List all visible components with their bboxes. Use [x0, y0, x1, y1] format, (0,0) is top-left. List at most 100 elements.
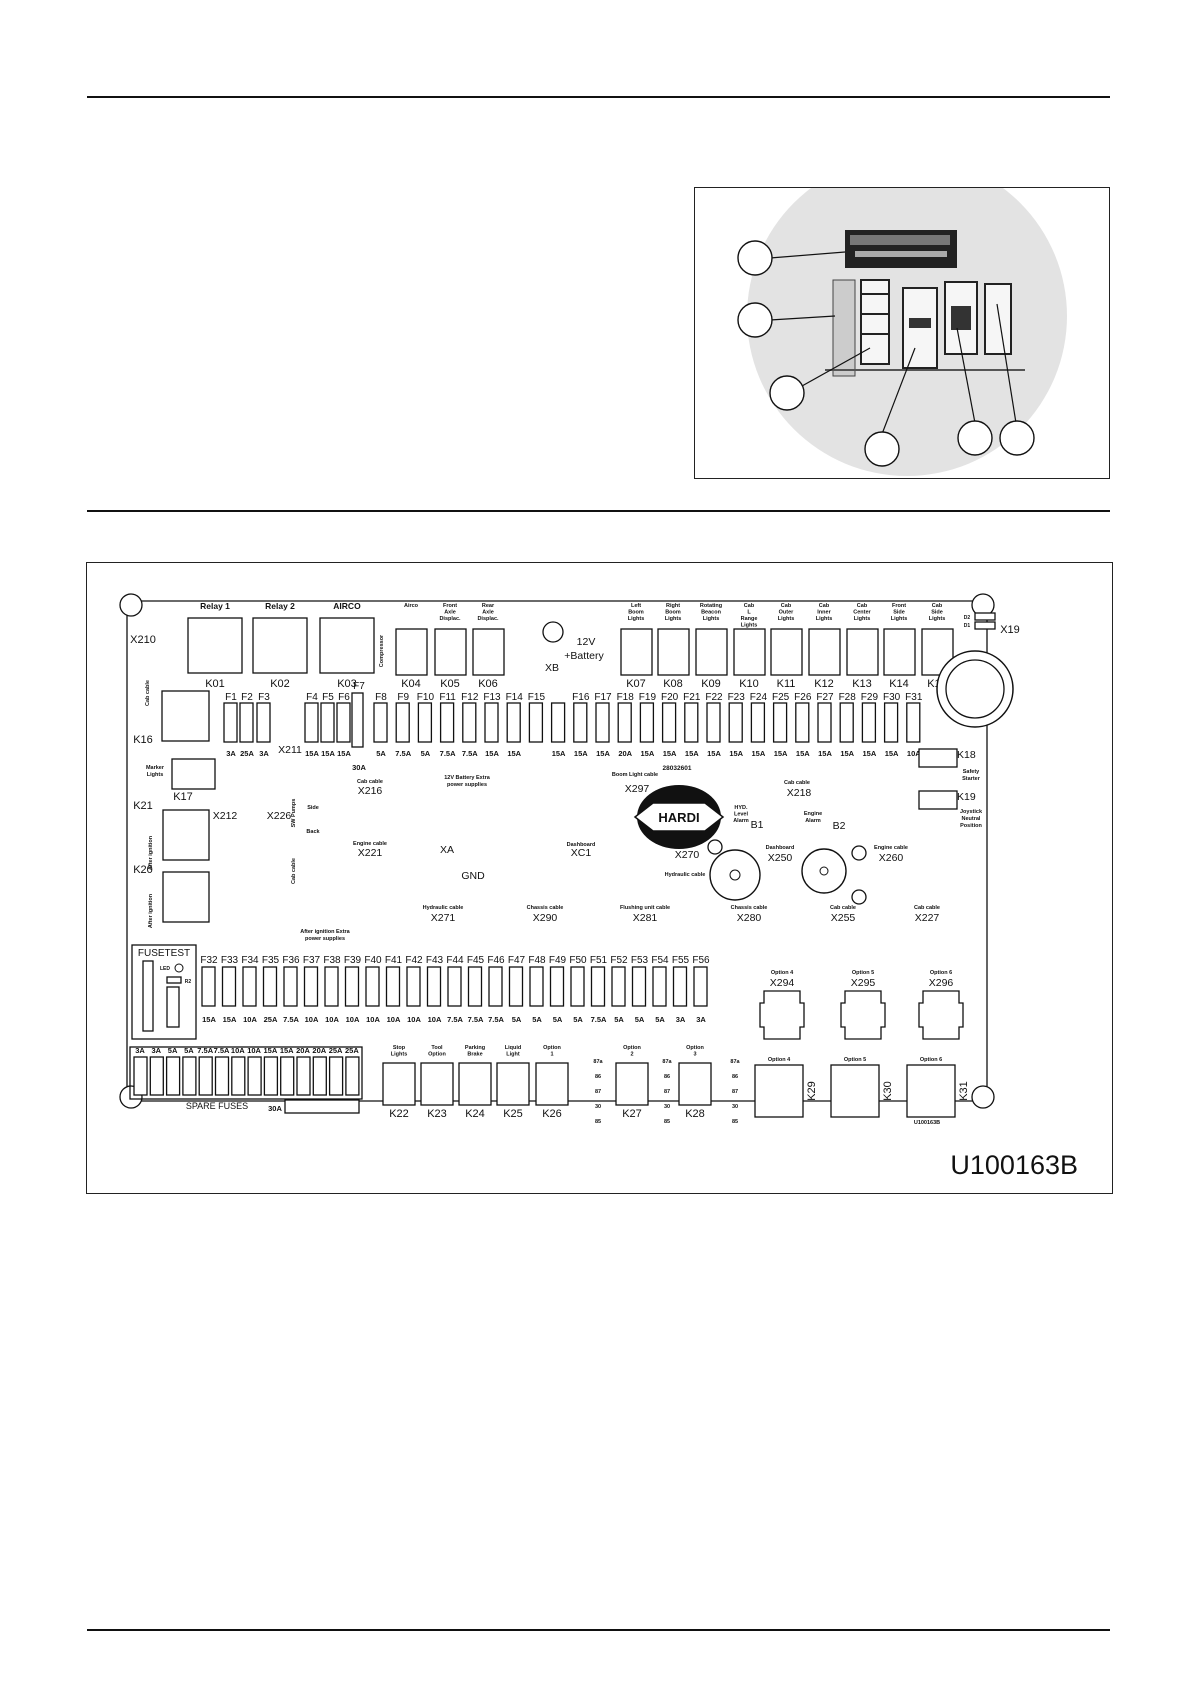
fuse-id: F52 — [610, 955, 628, 966]
lamp-relay-label: Lights — [816, 616, 833, 622]
connector-xb: XB — [545, 662, 559, 674]
fuse-f45 — [467, 966, 483, 1007]
fuse-f41 — [385, 966, 401, 1007]
lamp-relay-label: Range — [741, 616, 758, 622]
lamp-relay-label: Cab — [857, 603, 868, 609]
bottom-relay-label: Brake — [467, 1052, 482, 1058]
spare-fuse-slot — [198, 1056, 213, 1096]
fuse-id: F28 — [839, 692, 857, 703]
callout-2 — [737, 302, 773, 338]
pin-label: 87 — [664, 1089, 670, 1095]
mount-hole-small — [707, 839, 723, 855]
fuse-id: F1 — [225, 692, 237, 703]
lamp-relay-label: Lights — [854, 616, 871, 622]
bottom-relay-label: Option — [543, 1045, 561, 1051]
fuse-amp: 5A — [512, 1015, 522, 1024]
fuse-slot — [883, 702, 899, 743]
lamp-relay-label: Lights — [891, 616, 908, 622]
connector-x19-ring — [945, 659, 1005, 719]
fuse-id: F29 — [861, 692, 879, 703]
lamp-relay-label: Axle — [444, 610, 456, 616]
fuse-amp: 15A — [774, 749, 788, 758]
fuse-id: F12 — [461, 692, 479, 703]
relay-k04 — [395, 628, 428, 676]
lamp-relay-label: Left — [631, 603, 641, 609]
connector-x218: X218 — [787, 787, 812, 799]
fuse-f52 — [611, 966, 626, 1007]
spare-fuse-slot — [263, 1056, 279, 1096]
bottom-relay-label: Option — [686, 1045, 704, 1051]
relay-k08 — [657, 628, 690, 676]
lamp-relay-label: Lights — [778, 616, 795, 622]
connector-x290: X290 — [533, 912, 558, 924]
fuse-amp: 5A — [421, 749, 431, 758]
safety-starter-label: Starter — [962, 776, 981, 782]
compressor-label: Compressor — [379, 634, 385, 667]
fuse-f33 — [221, 966, 237, 1007]
connector-x294: X294 — [770, 977, 795, 989]
extra-power-label: power supplies — [447, 782, 487, 788]
after-ignition-extra-label: After ignition Extra — [300, 929, 350, 935]
fuse-f46 — [488, 966, 503, 1007]
spare-fuse-amp: 3A — [152, 1046, 162, 1055]
relay-k17 — [171, 758, 216, 790]
lamp-relay-label: Boom — [628, 610, 644, 616]
relay-id: K29 — [806, 1081, 818, 1101]
fuse-amp: 10A — [325, 1015, 339, 1024]
fuse-id: F2 — [241, 692, 253, 703]
fuse-f47 — [508, 966, 524, 1007]
fuse-id: F44 — [446, 955, 464, 966]
relay-k09 — [695, 628, 728, 676]
lamp-relay-label: Axle — [482, 610, 494, 616]
spare-fuse-slot — [133, 1056, 148, 1096]
relay-k14 — [883, 628, 916, 676]
fuse-slot — [550, 702, 566, 743]
relay-k18 — [918, 748, 958, 768]
connector-x227: X227 — [915, 912, 940, 924]
fuse-amp: 5A — [553, 1015, 563, 1024]
pin-label: 87a — [593, 1059, 603, 1065]
cable-label: Engine cable — [353, 841, 387, 847]
fuse-id: F41 — [385, 955, 403, 966]
cab-cable-label: Cab cable — [145, 680, 151, 706]
lamp-relay-label: Front — [892, 603, 906, 609]
fuse-id: F9 — [397, 692, 409, 703]
relay-id: K31 — [958, 1081, 970, 1101]
relay-k05 — [434, 628, 467, 676]
figure-ref: U100163B — [950, 1150, 1078, 1180]
fuse-amp: 7.5A — [440, 749, 456, 758]
mount-hole — [971, 1085, 995, 1109]
diode-d1 — [974, 621, 996, 630]
fuse-amp: 10A — [428, 1015, 442, 1024]
fusetest-led — [174, 963, 184, 973]
alarm-b1-center — [729, 869, 741, 881]
fusetest-title: FUSETEST — [138, 948, 190, 959]
fuse-amp: 5A — [655, 1015, 665, 1024]
fuse-slot — [373, 702, 388, 743]
fuse-slot — [861, 702, 877, 743]
relay-k12 — [808, 628, 841, 676]
cable-label: Cab cable — [830, 905, 856, 911]
cable-label: Hydraulic cable — [665, 872, 706, 878]
fuse-id: F15 — [528, 692, 546, 703]
fuse-slot — [573, 702, 588, 743]
fuse-amp: 3A — [696, 1015, 706, 1024]
fuse-f2 — [239, 702, 254, 743]
lamp-relay-label: Inner — [817, 610, 831, 616]
lamp-relay-label: Side — [931, 610, 943, 616]
fuse-amp: 15A — [507, 749, 521, 758]
fuse-id: F22 — [705, 692, 723, 703]
relay-id: K13 — [852, 678, 872, 690]
fuse-amp: 7.5A — [488, 1015, 504, 1024]
fuse-slot — [595, 702, 610, 743]
lamp-relay-label: Boom — [665, 610, 681, 616]
lamp-relay-label: Side — [893, 610, 905, 616]
spare-fuse-slot — [231, 1056, 246, 1096]
fuse-f55 — [672, 966, 688, 1007]
option-label: Option 5 — [844, 1057, 866, 1063]
connector-x211: X211 — [278, 744, 302, 756]
pin-label: 86 — [732, 1074, 738, 1080]
relay-k19 — [918, 790, 958, 810]
fuse-amp: 15A — [885, 749, 899, 758]
